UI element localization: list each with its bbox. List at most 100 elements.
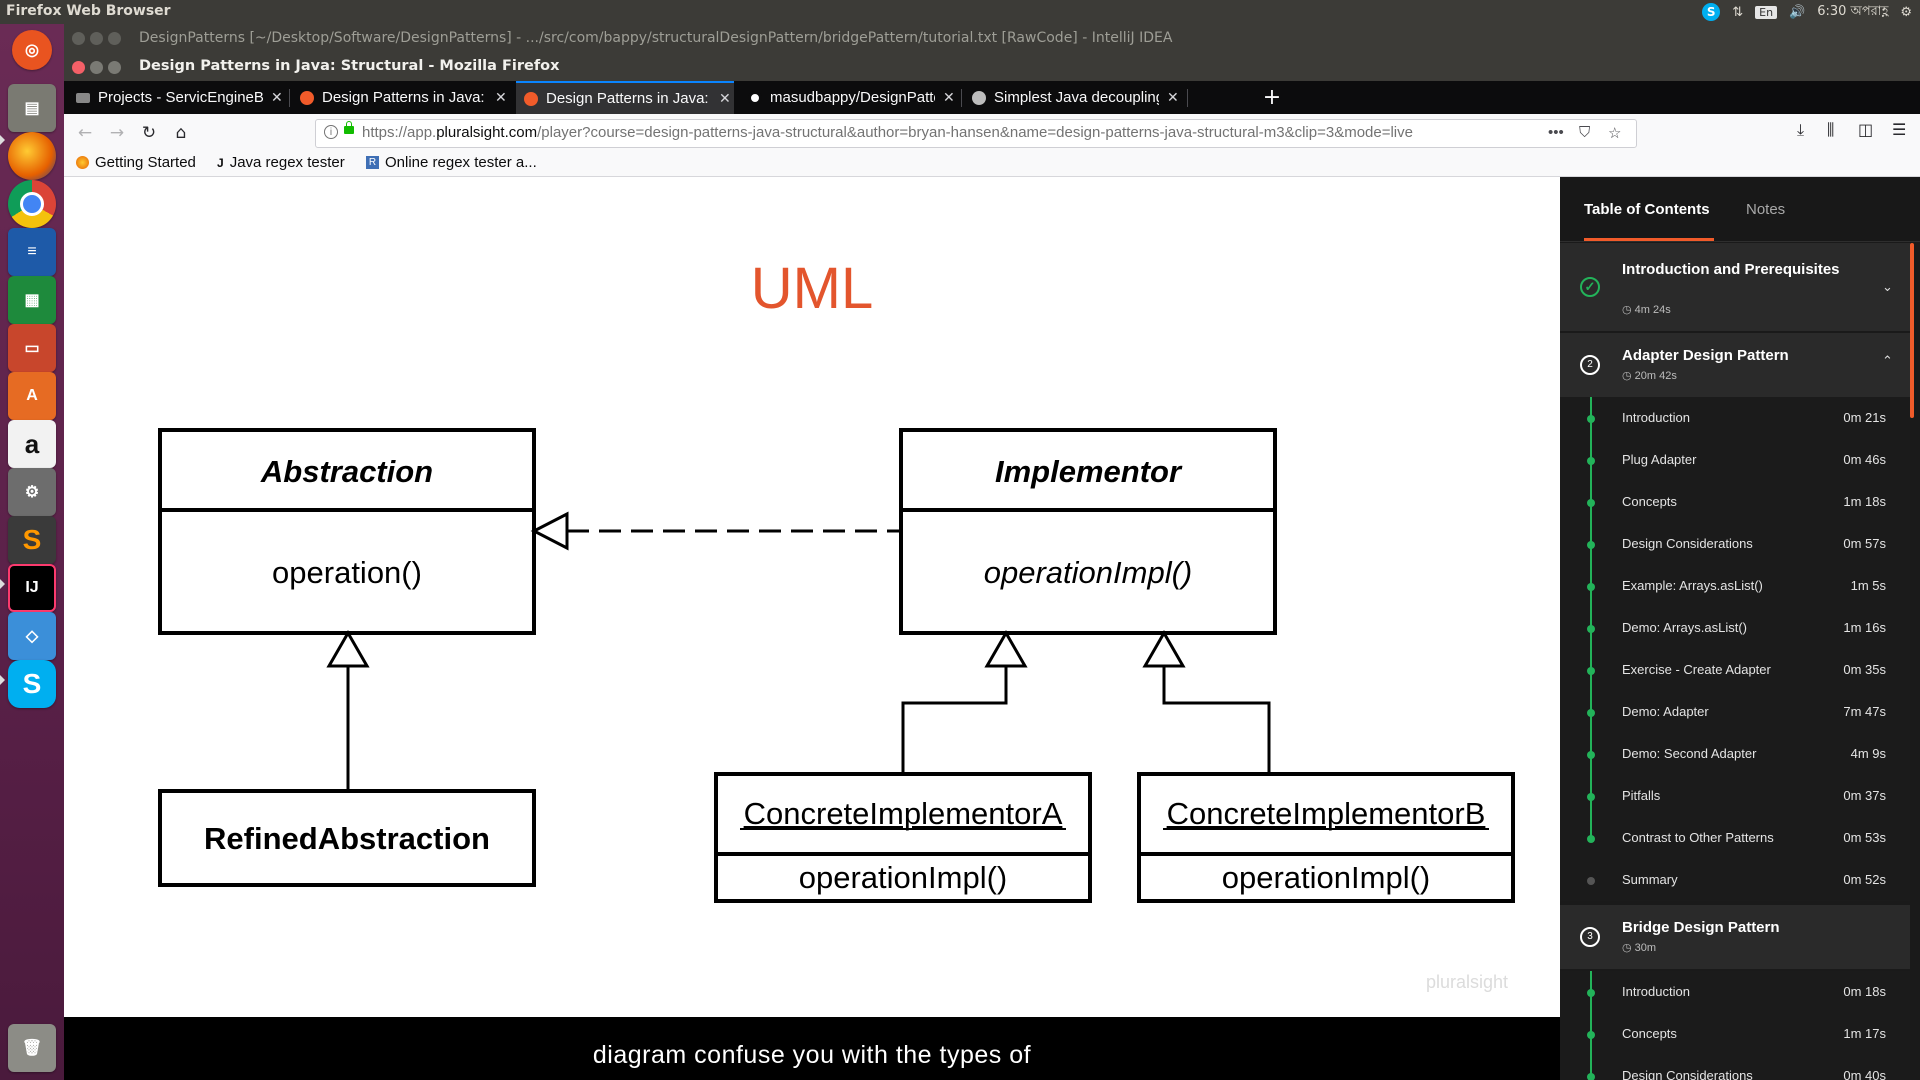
sidebar-tabs: Table of Contents Notes [1560,177,1920,242]
minimize-window-button[interactable] [90,61,103,74]
module-title: Adapter Design Pattern [1622,347,1789,364]
libreoffice-writer-icon[interactable]: ≡ [8,228,56,276]
intellij-window-titlebar[interactable]: DesignPatterns [~/Desktop/Software/Desig… [64,24,1920,53]
clip-watched-dot [1587,751,1595,759]
module-duration: ◷ 20m 42s [1622,370,1677,382]
libreoffice-impress-icon[interactable]: ▭ [8,324,56,372]
module-bridge[interactable]: 3 Bridge Design Pattern ◷ 30m [1560,905,1910,969]
bookmark-star-icon[interactable]: ☆ [1608,125,1622,142]
chevron-down-icon[interactable]: ⌄ [1882,279,1893,294]
intellij-idea-icon[interactable]: IJ [8,564,56,612]
maximize-window-button[interactable] [108,32,121,45]
sidebar-toggle-icon[interactable]: ◫ [1858,120,1874,139]
tab-simplest-java[interactable]: Simplest Java decoupling ✕ [964,81,1182,114]
intellij-window-title: DesignPatterns [~/Desktop/Software/Desig… [139,30,1173,46]
new-tab-button[interactable]: + [1262,85,1282,110]
ubuntu-dash-icon[interactable]: ◎ [12,30,52,70]
tab-github[interactable]: masudbappy/DesignPatterns ✕ [740,81,958,114]
network-icon[interactable]: ⇅ [1732,4,1744,20]
running-indicator [0,675,5,685]
sublime-text-icon[interactable]: S [8,516,56,564]
software-center-icon[interactable]: A [8,372,56,420]
keyboard-layout-indicator[interactable]: En [1755,5,1778,19]
menu-hamburger-icon[interactable]: ☰ [1892,120,1907,139]
dropbox-icon[interactable]: ◇ [8,612,56,660]
close-tab-icon[interactable]: ✕ [495,89,507,105]
pocket-icon[interactable]: ⛉ [1579,124,1591,141]
site-info-icon[interactable]: i [324,125,338,139]
caption-bar: diagram confuse you with the types of [64,1017,1560,1080]
tab-separator [1187,89,1188,107]
home-button[interactable]: ⌂ [175,123,187,143]
clip-item[interactable]: Demo: Arrays.asList()1m 16s [1560,607,1910,649]
volume-icon[interactable]: 🔊 [1789,4,1806,20]
minimize-window-button[interactable] [90,32,103,45]
close-tab-icon[interactable]: ✕ [943,89,955,105]
close-window-button[interactable] [72,32,85,45]
libreoffice-calc-icon[interactable]: ▦ [8,276,56,324]
amazon-icon[interactable]: a [8,420,56,468]
close-tab-icon[interactable]: ✕ [719,90,731,106]
inheritance-line-concrete-a [901,666,1008,774]
video-player-slide[interactable]: UML [64,177,1560,1017]
page-actions-icon[interactable]: ••• [1548,124,1564,141]
chrome-icon[interactable] [8,180,56,228]
firefox-icon[interactable] [8,132,56,180]
clip-item[interactable]: Example: Arrays.asList()1m 5s [1560,565,1910,607]
module-duration: ◷ 4m 24s [1622,304,1671,316]
bookmark-java-regex[interactable]: J Java regex tester [217,154,345,171]
system-gear-icon[interactable]: ⚙ [1900,4,1912,20]
close-tab-icon[interactable]: ✕ [1167,89,1179,105]
skype-tray-icon[interactable]: S [1702,3,1721,21]
tab-projects[interactable]: Projects - ServicEngineBD ✕ [68,81,286,114]
files-icon[interactable]: ▤ [8,84,56,132]
module-adapter[interactable]: 2 Adapter Design Pattern ◷ 20m 42s ⌃ [1560,333,1910,397]
skype-icon[interactable]: S [8,660,56,708]
tab-notes[interactable]: Notes [1746,201,1786,218]
forward-button[interactable]: → [109,123,125,143]
url-text[interactable]: https://app.pluralsight.com/player?cours… [362,124,1413,141]
tab-design-patterns-active[interactable]: Design Patterns in Java: Structural ✕ [516,81,734,114]
back-button[interactable]: ← [77,123,93,143]
module-complete-check-icon: ✓ [1580,277,1600,297]
chevron-up-icon[interactable]: ⌃ [1882,353,1893,368]
java-regex-icon: J [217,156,224,170]
close-tab-icon[interactable]: ✕ [271,89,283,105]
module-introduction[interactable]: ✓ Introduction and Prerequisites ◷ 4m 24… [1560,243,1910,331]
library-icon[interactable]: ⫼ [1827,120,1835,139]
bookmark-online-regex[interactable]: R Online regex tester a... [366,154,537,171]
firefox-titlebar[interactable]: Design Patterns in Java: Structural - Mo… [64,53,1920,81]
close-window-button[interactable] [72,61,85,74]
clip-watched-dot [1587,499,1595,507]
maximize-window-button[interactable] [108,61,121,74]
concrete-implementor-b-box [1137,772,1515,903]
clock[interactable]: 6:30 অপরাহ্ণ [1817,3,1889,19]
trash-icon[interactable]: 🗑 [8,1024,56,1072]
bookmark-getting-started[interactable]: Getting Started [76,154,196,171]
system-settings-icon[interactable]: ⚙ [8,468,56,516]
tab-design-patterns-1[interactable]: Design Patterns in Java: Structural ✕ [292,81,510,114]
concrete-b-name: ConcreteImplementorB [1167,796,1486,831]
inheritance-line-concrete-b [1162,666,1271,774]
secure-lock-icon[interactable] [344,121,354,134]
reload-button[interactable]: ↻ [141,123,157,143]
clip-watched-dot [1587,415,1595,423]
tab-table-of-contents[interactable]: Table of Contents [1584,201,1710,218]
sidebar-scrollbar[interactable] [1910,243,1914,418]
course-sidebar: Table of Contents Notes ✓ Introduction a… [1560,177,1920,1080]
downloads-icon[interactable]: ⤓ [1797,120,1805,139]
url-bar[interactable]: i https://app.pluralsight.com/player?cou… [315,119,1637,148]
